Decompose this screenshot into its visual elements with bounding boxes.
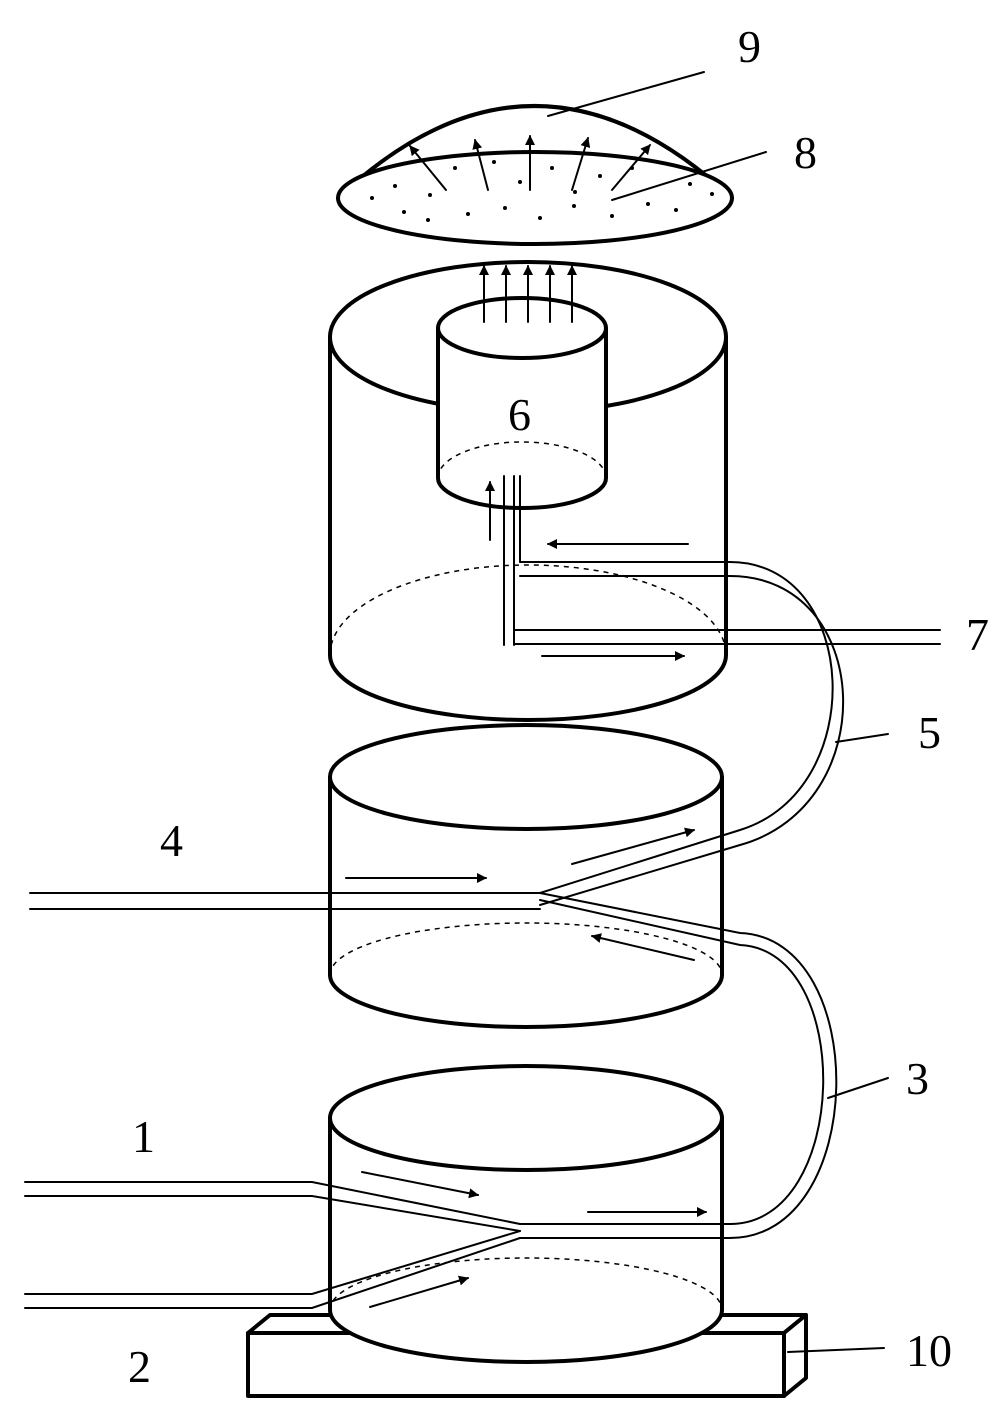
label-5: 5 bbox=[918, 707, 941, 758]
label-4: 4 bbox=[160, 815, 183, 866]
bottom-cylinder bbox=[328, 1064, 724, 1364]
dome-dots bbox=[370, 160, 714, 222]
label-8: 8 bbox=[794, 127, 817, 178]
label-2: 2 bbox=[128, 1341, 151, 1392]
leader-lines bbox=[547, 71, 889, 1353]
label-1: 1 bbox=[132, 1111, 155, 1162]
label-7: 7 bbox=[966, 609, 989, 660]
flow-arrows bbox=[345, 481, 707, 1308]
pipes bbox=[24, 475, 941, 1309]
inner-cylinder bbox=[436, 296, 608, 510]
label-9: 9 bbox=[738, 21, 761, 72]
vapor-arrows bbox=[479, 265, 577, 323]
label-3: 3 bbox=[906, 1053, 929, 1104]
label-10: 10 bbox=[906, 1325, 952, 1376]
label-6: 6 bbox=[508, 389, 531, 440]
dome bbox=[336, 104, 734, 246]
middle-cylinder bbox=[328, 723, 724, 1029]
